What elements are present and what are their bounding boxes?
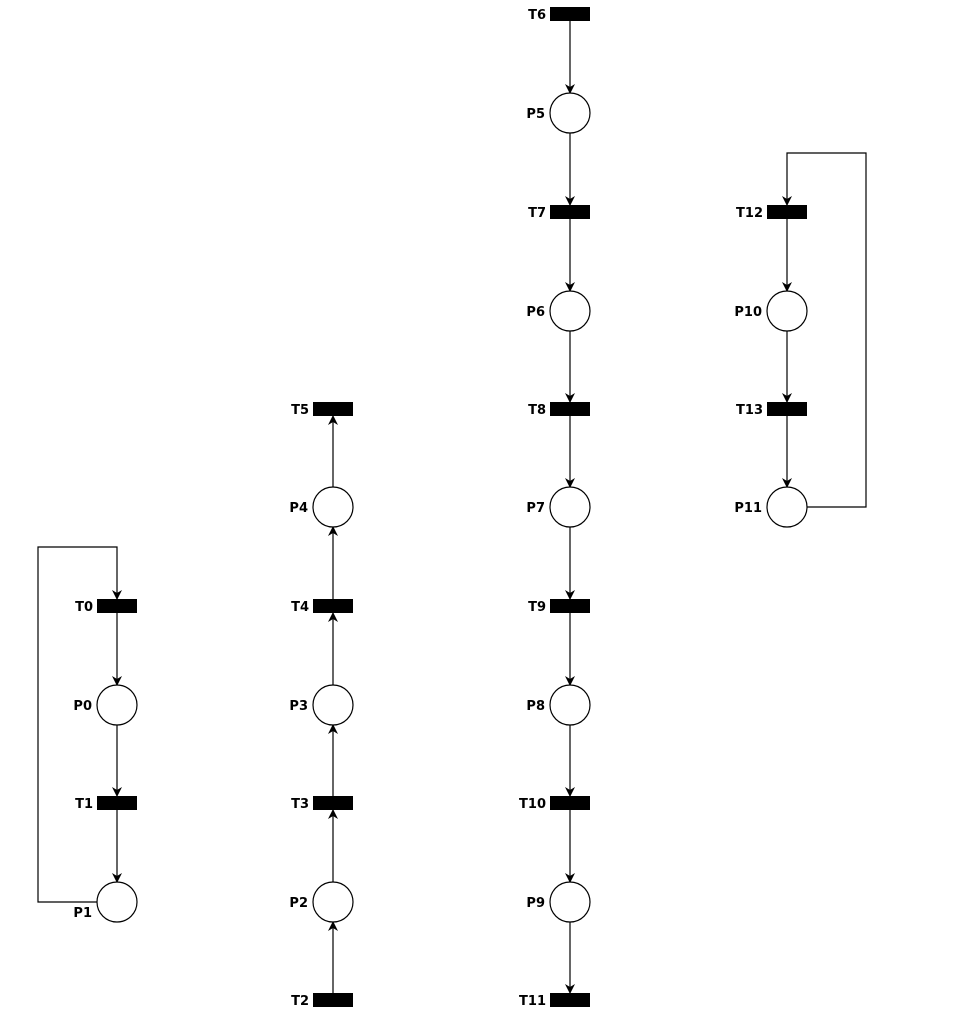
transition-t2: [313, 993, 353, 1007]
arcs-layer: [37, 21, 867, 994]
place-label-p6: P6: [526, 305, 545, 320]
transition-label-t5: T5: [291, 403, 309, 418]
place-p3: [312, 684, 354, 726]
place-label-p0: P0: [73, 699, 92, 714]
transition-t7: [550, 205, 590, 219]
place-p8: [549, 684, 591, 726]
transition-t1: [97, 796, 137, 810]
transition-t8: [550, 402, 590, 416]
place-p10: [766, 290, 808, 332]
place-label-p5: P5: [526, 107, 545, 122]
transition-t6: [550, 7, 590, 21]
place-p7: [549, 486, 591, 528]
place-label-p9: P9: [526, 896, 545, 911]
transition-t3: [313, 796, 353, 810]
transition-label-t6: T6: [528, 8, 546, 23]
transition-label-t2: T2: [291, 994, 309, 1009]
transition-t4: [313, 599, 353, 613]
place-p11: [766, 486, 808, 528]
transition-t5: [313, 402, 353, 416]
transition-label-t3: T3: [291, 797, 309, 812]
place-label-p1: P1: [73, 906, 92, 921]
place-label-p10: P10: [734, 305, 762, 320]
place-label-p8: P8: [526, 699, 545, 714]
transition-t9: [550, 599, 590, 613]
place-p2: [312, 881, 354, 923]
transition-t12: [767, 205, 807, 219]
transition-label-t8: T8: [528, 403, 546, 418]
transition-t11: [550, 993, 590, 1007]
transition-label-t7: T7: [528, 206, 546, 221]
place-p9: [549, 881, 591, 923]
transition-label-t9: T9: [528, 600, 546, 615]
transition-label-t0: T0: [75, 600, 93, 615]
place-p0: [96, 684, 138, 726]
arc-p11-to-t12: [782, 152, 867, 508]
transition-t10: [550, 796, 590, 810]
transition-t0: [97, 599, 137, 613]
place-p1: [96, 881, 138, 923]
place-label-p3: P3: [289, 699, 308, 714]
place-p6: [549, 290, 591, 332]
transition-label-t4: T4: [291, 600, 309, 615]
place-label-p11: P11: [734, 501, 762, 516]
transition-label-t12: T12: [736, 206, 763, 221]
place-p5: [549, 92, 591, 134]
transition-label-t11: T11: [519, 994, 546, 1009]
place-label-p2: P2: [289, 896, 308, 911]
transition-t13: [767, 402, 807, 416]
transition-label-t10: T10: [519, 797, 546, 812]
transition-label-t13: T13: [736, 403, 763, 418]
place-label-p7: P7: [526, 501, 545, 516]
arc-p1-to-t0: [37, 546, 122, 903]
place-p4: [312, 486, 354, 528]
place-label-p4: P4: [289, 501, 308, 516]
transition-label-t1: T1: [75, 797, 93, 812]
